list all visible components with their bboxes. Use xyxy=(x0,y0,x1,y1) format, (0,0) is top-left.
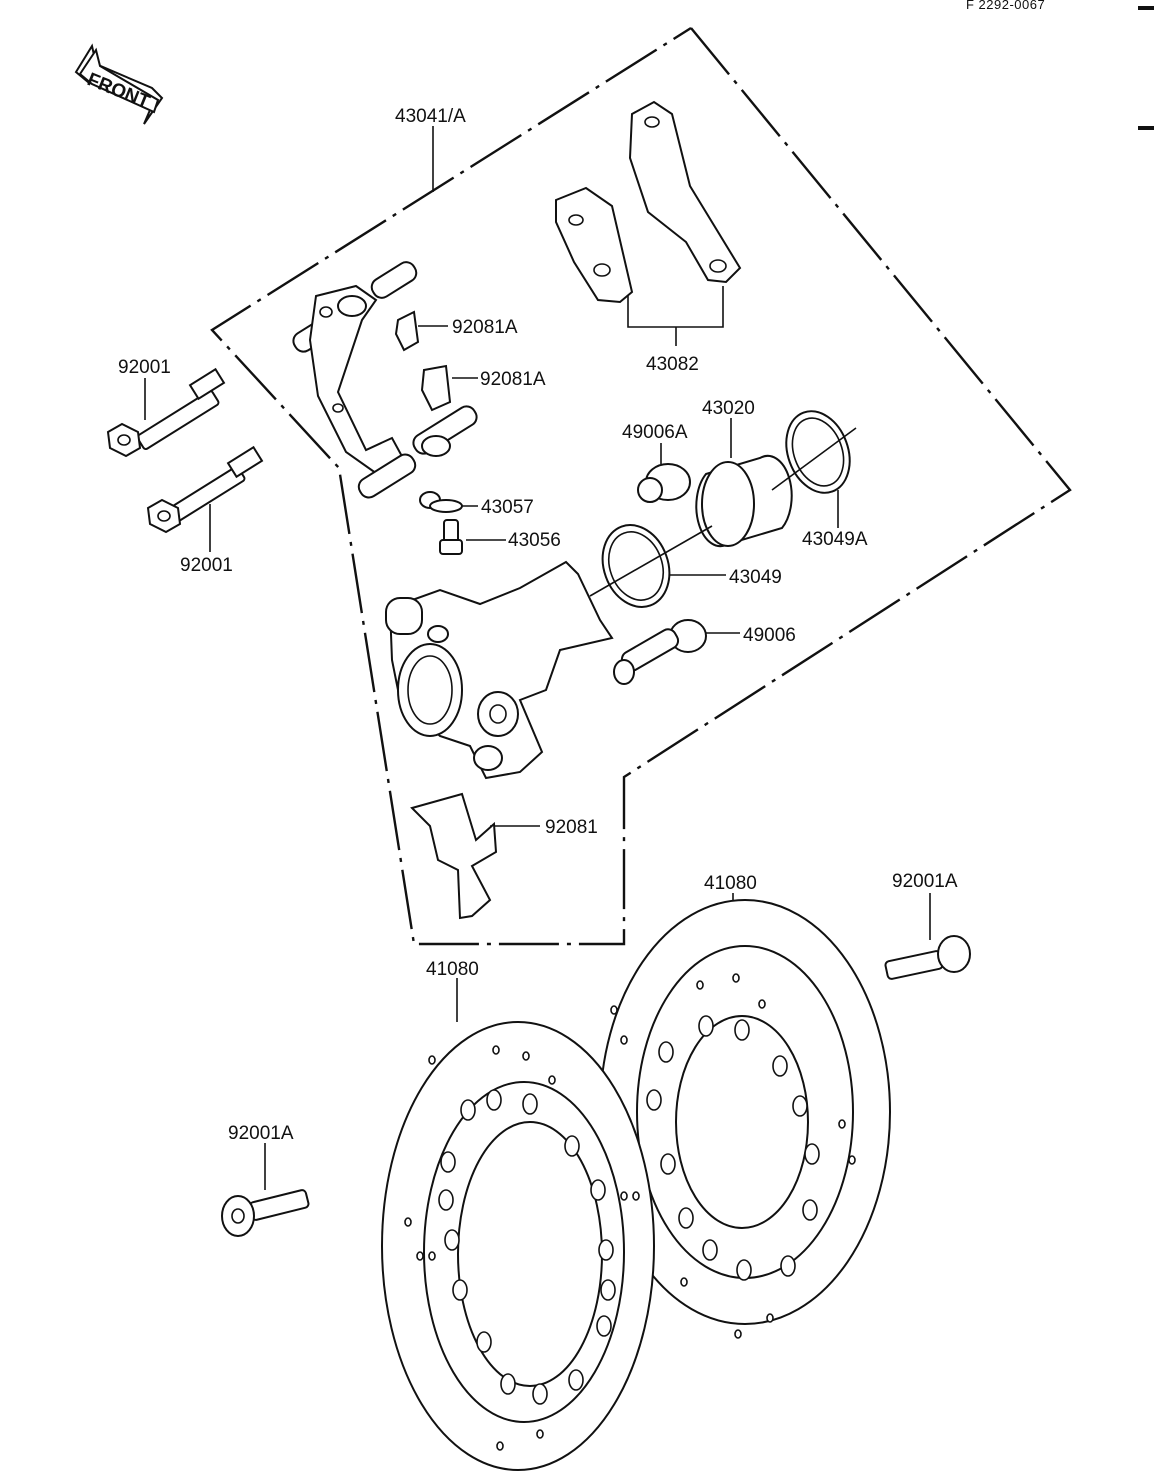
brake-pads xyxy=(555,100,742,304)
spring-clip xyxy=(410,792,498,920)
bleed-parts xyxy=(419,491,463,555)
caliper-bracket xyxy=(292,261,478,499)
bracket-bolts xyxy=(106,367,264,534)
slide-boot xyxy=(613,619,707,685)
callout-labels: 43041/A 92081A 92081A 43082 92001 92001 … xyxy=(118,106,958,1144)
label-49006: 49006 xyxy=(743,625,796,646)
front-arrow: FRONT xyxy=(74,43,164,125)
label-43082: 43082 xyxy=(646,354,699,375)
label-43049a: 43049A xyxy=(802,529,868,550)
label-43020: 43020 xyxy=(702,398,755,419)
label-41080-left: 41080 xyxy=(426,959,479,980)
header-ref-code: F 2292-0067 xyxy=(966,0,1045,12)
brake-disc-left xyxy=(381,1021,655,1471)
edge-mark-mid xyxy=(1138,126,1154,130)
brake-disc-right xyxy=(599,899,891,1339)
label-92081: 92081 xyxy=(545,817,598,838)
label-92001-upper: 92001 xyxy=(118,357,171,378)
label-43057: 43057 xyxy=(481,497,534,518)
pad-clips xyxy=(394,310,452,412)
label-43049: 43049 xyxy=(729,567,782,588)
label-92001a-left: 92001A xyxy=(228,1123,294,1144)
label-41080-right: 41080 xyxy=(704,873,757,894)
label-92001-lower: 92001 xyxy=(180,555,233,576)
label-92001a-right: 92001A xyxy=(892,871,958,892)
label-43056: 43056 xyxy=(508,530,561,551)
label-92081a-upper: 92081A xyxy=(452,317,518,338)
caliper-body xyxy=(385,560,614,780)
label-92081a-lower: 92081A xyxy=(480,369,546,390)
edge-mark-top xyxy=(1138,6,1154,10)
label-49006a: 49006A xyxy=(622,422,688,443)
disc-bolt-right xyxy=(884,935,971,980)
piston-parts xyxy=(589,410,857,608)
disc-bolt-left xyxy=(221,1189,310,1237)
assembly-outline xyxy=(210,26,1072,946)
label-43041-a: 43041/A xyxy=(395,106,466,127)
